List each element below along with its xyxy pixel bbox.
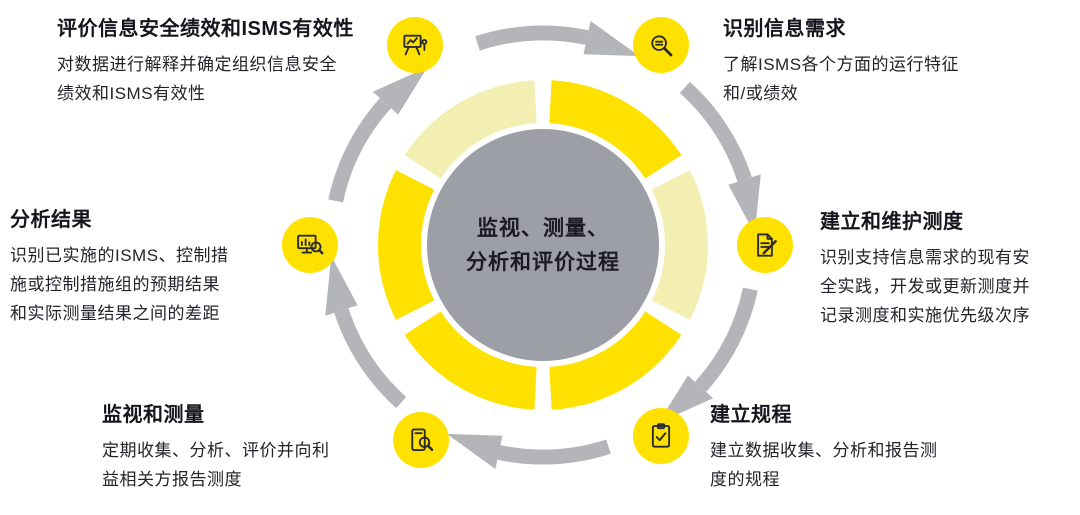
node-monitor-and-measure: 监视和测量 定期收集、分析、评价并向利益相关方报告测度 xyxy=(102,398,332,494)
cycle-ring xyxy=(303,5,783,485)
magnifier-icon xyxy=(651,35,673,57)
node-description: 识别支持信息需求的现有安全实践，开发或更新测度并记录测度和实施优先级次序 xyxy=(820,248,1030,326)
center-label: 监视、测量、 分析和评价过程 xyxy=(393,212,693,280)
ring-segment-bottom-right xyxy=(549,311,682,410)
node-description: 识别已实施的ISMS、控制措施或控制措施组的预期结果和实际测量结果之间的差距 xyxy=(10,246,229,324)
flow-arrow xyxy=(478,21,640,56)
node-title: 识别信息需求 xyxy=(723,18,846,40)
ring-segment-bottom-left xyxy=(404,311,537,410)
node-title: 评价信息安全绩效和ISMS有效性 xyxy=(57,18,354,40)
node-establish-maintain-measures: 建立和维护测度 识别支持信息需求的现有安全实践，开发或更新测度并记录测度和实施优… xyxy=(820,205,1036,331)
center-label-line2: 分析和评价过程 xyxy=(466,251,620,275)
center-label-line1: 监视、测量、 xyxy=(477,217,609,240)
ring-segment-right xyxy=(651,170,709,320)
device-magnifier-icon xyxy=(411,428,434,451)
identify-needs-badge xyxy=(633,17,689,73)
node-establish-procedures: 建立规程 建立数据收集、分析和报告测度的规程 xyxy=(710,398,942,494)
node-title: 监视和测量 xyxy=(102,404,205,426)
node-description: 对数据进行解释并确定组织信息安全绩效和ISMS有效性 xyxy=(57,55,337,104)
monitor-magnifier-icon xyxy=(297,234,324,255)
node-evaluate-effectiveness: 评价信息安全绩效和ISMS有效性 对数据进行解释并确定组织信息安全绩效和ISMS… xyxy=(57,12,354,108)
document-pencil-icon xyxy=(757,233,777,257)
node-title: 建立和维护测度 xyxy=(820,211,964,233)
ring-segment-top-right xyxy=(549,80,682,179)
analyze-results-badge xyxy=(282,217,338,273)
presentation-board-icon xyxy=(403,34,428,56)
evaluate-badge xyxy=(387,17,443,73)
monitor-measure-badge xyxy=(393,412,449,468)
node-identify-information-needs: 识别信息需求 了解ISMS各个方面的运行特征和/或绩效 xyxy=(723,12,963,108)
node-title: 建立规程 xyxy=(710,404,792,426)
ring-segment-top-left xyxy=(404,80,537,179)
center-circle xyxy=(427,129,659,361)
establish-procedures-badge xyxy=(633,408,689,464)
ring-segment-left xyxy=(377,170,435,320)
clipboard-check-icon xyxy=(651,423,671,448)
node-description: 建立数据收集、分析和报告测度的规程 xyxy=(710,441,938,490)
node-analyze-results: 分析结果 识别已实施的ISMS、控制措施或控制措施组的预期结果和实际测量结果之间… xyxy=(10,203,236,329)
node-description: 了解ISMS各个方面的运行特征和/或绩效 xyxy=(723,55,960,104)
node-description: 定期收集、分析、评价并向利益相关方报告测度 xyxy=(102,441,330,490)
establish-measures-badge xyxy=(737,217,793,273)
flow-arrow xyxy=(447,434,609,469)
node-title: 分析结果 xyxy=(10,209,92,231)
